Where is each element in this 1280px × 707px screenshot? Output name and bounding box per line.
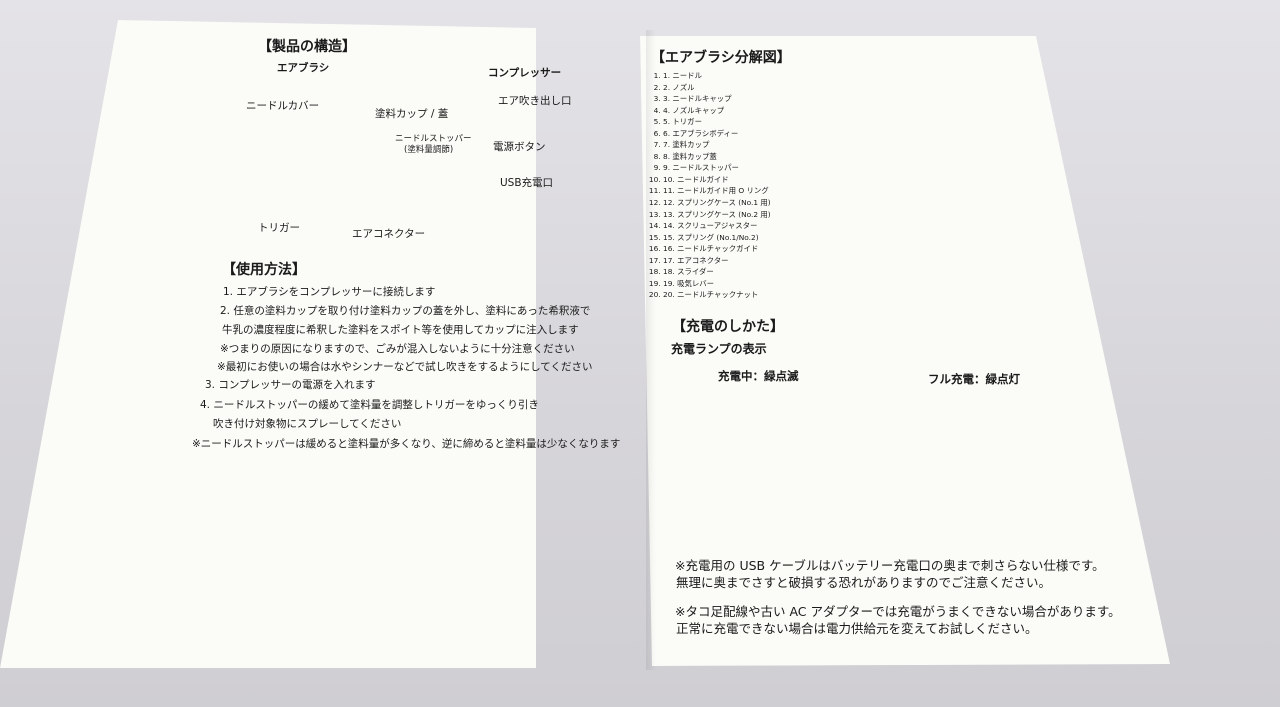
parts-list-item: 6. エアブラシボディー <box>663 128 771 140</box>
usage-line: ※ニードルストッパーは緩めると塗料量が多くなり、逆に締めると塗料量は少なくなりま… <box>192 438 621 450</box>
parts-list-item: 11. ニードルガイド用 O リング <box>663 185 771 197</box>
parts-list-item: 2. ノズル <box>663 82 771 94</box>
parts-list-item: 18. スライダー <box>663 266 771 278</box>
airbrush-label: エアブラシ <box>277 62 330 74</box>
parts-list-item: 8. 塗料カップ蓋 <box>663 151 771 163</box>
charging-heading: 【充電のしかた】 <box>672 319 784 335</box>
callout-needle-stopper-sub: (塗料量調節) <box>404 145 454 155</box>
book-spine <box>646 30 662 670</box>
parts-list-item: 15. スプリング (No.1/No.2) <box>663 232 771 244</box>
usage-line: 牛乳の濃度程度に希釈した塗料をスポイト等を使用してカップに注入します <box>222 324 579 336</box>
charging-subheading: 充電ランプの表示 <box>671 342 767 356</box>
status-charging-label: 充電中：緑点滅 <box>718 369 799 383</box>
usage-line: 2. 任意の塗料カップを取り付け塗料カップの蓋を外し、塗料にあった希釈液で <box>220 305 591 317</box>
note2-line1: ※タコ足配線や古い AC アダプターでは充電がうまくできない場合があります。 <box>675 604 1121 619</box>
needle-cover-shape <box>257 158 273 168</box>
parts-list-item: 20. ニードルチャックナット <box>663 289 771 301</box>
paint-cup-rim <box>294 118 344 128</box>
usage-line: ※つまりの原因になりますので、ごみが混入しないように十分注意ください <box>220 343 575 355</box>
callout-trigger: トリガー <box>258 222 300 234</box>
parts-list-item: 9. ニードルストッパー <box>663 162 771 174</box>
parts-list-item: 10. ニードルガイド <box>663 174 771 186</box>
callout-usb-port: USB充電口 <box>500 177 554 189</box>
parts-list-item: 7. 塗料カップ <box>663 139 771 151</box>
parts-list-item: 1. ニードル <box>663 70 771 82</box>
callout-air-connector: エアコネクター <box>352 228 426 240</box>
cup-label-9cc: 9cc <box>876 142 888 150</box>
callout-needle-cover: ニードルカバー <box>246 100 320 112</box>
callout-paint-cup: 塗料カップ / 蓋 <box>375 108 449 120</box>
usage-line: 吹き付け対象物にスプレーしてください <box>213 418 402 430</box>
usage-line: 4. ニードルストッパーの緩めて塗料量を調整しトリガーをゆっくり引き <box>200 399 539 411</box>
cup-label-20cc: 20cc <box>987 150 1004 158</box>
cup-label-40cc: 40cc <box>930 144 947 152</box>
arrow-down-left-icon <box>520 476 578 540</box>
structure-heading: 【製品の構造】 <box>258 39 356 55</box>
usage-heading: 【使用方法】 <box>222 262 306 278</box>
parts-list-item: 13. スプリングケース (No.2 用) <box>663 209 771 221</box>
note1-line1: ※充電用の USB ケーブルはバッテリー充電口の奥まで刺さらない仕様です。 <box>675 558 1105 573</box>
parts-list-item: 3. ニードルキャップ <box>663 93 771 105</box>
arrow-right-icon <box>195 580 287 628</box>
parts-list-item: 19. 吸気レバー <box>663 278 771 290</box>
exploded-view-heading: 【エアブラシ分解図】 <box>651 50 791 66</box>
usage-line: ※最初にお使いの場合は水やシンナーなどで試し吹きをするようにしてください <box>217 361 593 373</box>
compressor-label: コンプレッサー <box>488 67 562 79</box>
trigger-large <box>283 537 340 621</box>
parts-list-item: 4. ノズルキャップ <box>663 105 771 117</box>
parts-list-item: 12. スプリングケース (No.1 用) <box>663 197 771 209</box>
note2-line2: 正常に充電できない場合は電力供給元を変えてお試しください。 <box>676 621 1038 636</box>
trigger-shape <box>295 157 332 205</box>
callout-power-button: 電源ボタン <box>493 141 546 153</box>
parts-list: 1. ニードル 2. ノズル 3. ニードルキャップ 4. ノズルキャップ 5.… <box>663 70 771 301</box>
brand-mark-large: Reurica <box>345 546 379 556</box>
usage-line: 3. コンプレッサーの電源を入れます <box>205 379 376 391</box>
air-outlet-shape <box>583 101 595 119</box>
brand-mark-small: Reurica <box>343 162 368 170</box>
usage-line: 1. エアブラシをコンプレッサーに接続します <box>223 286 436 298</box>
parts-list-item: 17. エアコネクター <box>663 255 771 267</box>
status-full-label: フル充電：緑点灯 <box>928 372 1020 386</box>
callout-needle-stopper: ニードルストッパー <box>395 134 472 144</box>
note1-line2: 無理に奥までさすと破損する恐れがありますのでご注意ください。 <box>676 575 1052 590</box>
parts-list-item: 16. ニードルチャックガイド <box>663 243 771 255</box>
callout-air-outlet: エア吹き出し口 <box>498 95 572 107</box>
led-blinking-icon <box>740 458 748 466</box>
parts-list-item: 14. スクリューアジャスター <box>663 220 771 232</box>
led-solid-icon <box>961 463 971 473</box>
parts-list-item: 5. トリガー <box>663 116 771 128</box>
